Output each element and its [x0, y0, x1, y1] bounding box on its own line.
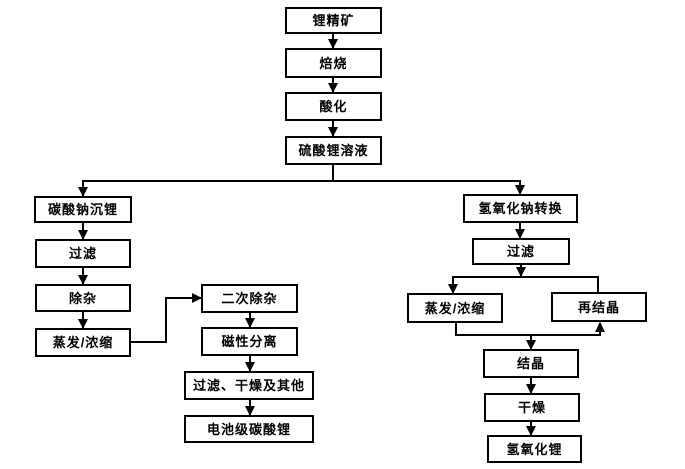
node-roasting: 焙烧 [285, 48, 382, 78]
node-impurity-removal: 除杂 [35, 284, 131, 312]
node-evaporation-concentration-1: 蒸发/浓缩 [35, 328, 131, 357]
edge-lithium-sulfate-solution-to-sodium-hydroxide-conversion [333, 180, 525, 195]
edge-evaporation-concentration-1-to-secondary-impurity-removal [131, 293, 202, 343]
edge-lithium-sulfate-solution-to-sodium-carbonate-precipitation [78, 165, 334, 197]
edge-recrystallization-to-evaporation-concentration-2 [448, 276, 599, 294]
node-lithium-sulfate-solution: 硫酸锂溶液 [285, 136, 382, 165]
node-filtration-drying-others: 过滤、干燥及其他 [184, 371, 314, 400]
node-filtration-1: 过滤 [35, 239, 131, 268]
node-lithium-hydroxide: 氢氧化锂 [487, 435, 582, 463]
node-filtration-2: 过滤 [472, 238, 570, 265]
edge-evaporation-concentration-2-to-crystallization [455, 323, 536, 350]
edge-crystallization-feed-to-recrystallization [531, 322, 605, 336]
node-sodium-hydroxide-conversion: 氢氧化钠转换 [463, 194, 578, 223]
node-sodium-carbonate-precipitation: 碳酸钠沉锂 [34, 196, 132, 223]
node-lithium-concentrate: 锂精矿 [285, 7, 382, 34]
node-battery-grade-lithium-carbonate: 电池级碳酸锂 [184, 415, 314, 443]
node-crystallization: 结晶 [483, 349, 579, 378]
node-acidification: 酸化 [285, 92, 382, 121]
node-magnetic-separation: 磁性分离 [201, 327, 298, 356]
node-evaporation-concentration-2: 蒸发/浓缩 [407, 293, 503, 323]
node-secondary-impurity-removal: 二次除杂 [201, 284, 298, 313]
node-recrystallization: 再结晶 [551, 292, 647, 322]
node-drying: 干燥 [484, 393, 580, 422]
